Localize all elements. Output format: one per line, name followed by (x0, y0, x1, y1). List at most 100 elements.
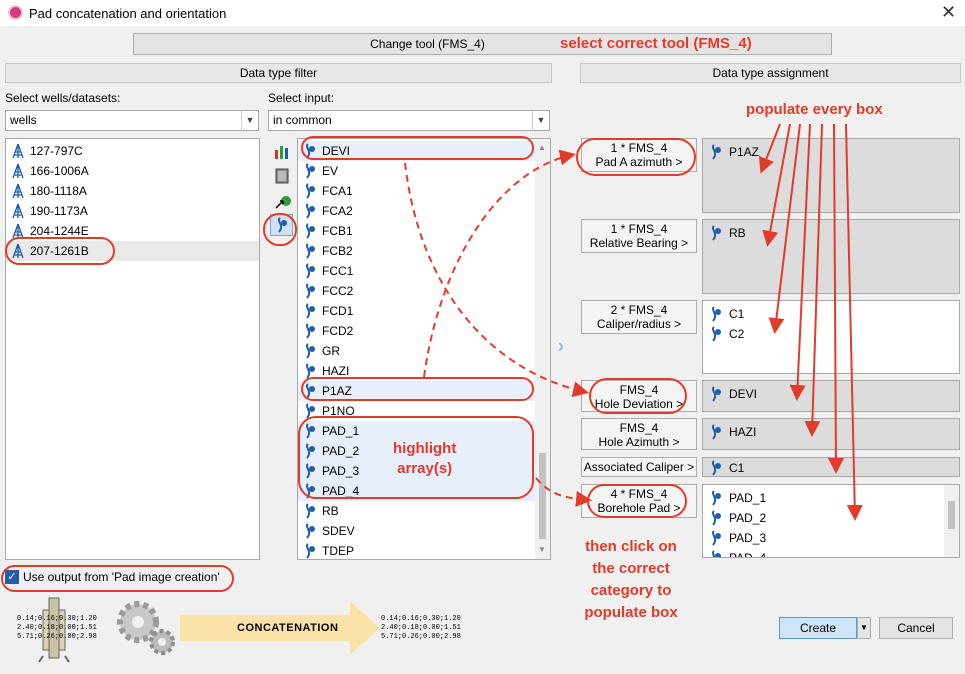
input-item[interactable]: GR (298, 341, 535, 361)
category-line1: 1 * FMS_4 (610, 222, 668, 236)
create-button[interactable]: Create (779, 617, 857, 639)
input-item[interactable]: FCB2 (298, 241, 535, 261)
assigned-item[interactable]: C1 (709, 304, 744, 324)
input-item[interactable]: P1NO (298, 401, 535, 421)
input-item[interactable]: FCB1 (298, 221, 535, 241)
input-item[interactable]: SDEV (298, 521, 535, 541)
assigned-item[interactable]: C2 (709, 324, 744, 344)
input-item[interactable]: FCA1 (298, 181, 535, 201)
log-curve-icon (712, 144, 721, 160)
well-item[interactable]: 190-1173A (6, 201, 259, 221)
well-item[interactable]: 180-1118A (6, 181, 259, 201)
concatenation-banner: 0.14;0.16;0.30;1.20 2.40;0.18;0.00;1.51 … (5, 596, 475, 664)
log-curve-icon (712, 424, 721, 440)
input-item[interactable]: FCD2 (298, 321, 535, 341)
log-curve-icon (712, 550, 721, 557)
input-list-scrollbar[interactable]: ▲ ▼ (535, 139, 550, 559)
assignment-box[interactable]: RB (702, 219, 960, 294)
create-dropdown-chevron-icon[interactable]: ▼ (857, 617, 871, 639)
log-curve-icon (712, 460, 721, 476)
input-item-label: EV (322, 164, 339, 178)
well-item[interactable]: 127-797C (6, 141, 259, 161)
window-title: Pad concatenation and orientation (29, 6, 227, 21)
input-item[interactable]: TDEP (298, 541, 535, 559)
chevron-down-icon[interactable]: ▼ (532, 111, 549, 130)
assignment-scrollbar[interactable] (944, 485, 959, 557)
log-curve-icon (306, 323, 315, 339)
dip-tool-icon[interactable] (274, 192, 292, 210)
bar-chart-icon[interactable] (274, 144, 290, 160)
input-item[interactable]: FCD1 (298, 301, 535, 321)
log-curve-icon (306, 183, 315, 199)
input-item[interactable]: PAD_3 (298, 461, 535, 481)
image-stack-icon[interactable] (274, 168, 290, 184)
input-item[interactable]: HAZI (298, 361, 535, 381)
assigned-item[interactable]: PAD_4 (709, 548, 766, 557)
well-item[interactable]: 166-1006A (6, 161, 259, 181)
assigned-item[interactable]: HAZI (709, 422, 756, 442)
banner-arrow (180, 601, 380, 655)
annotation-oval-log-filter (263, 213, 297, 246)
log-curve-icon (712, 530, 721, 546)
assignment-box[interactable]: HAZI (702, 418, 960, 450)
assigned-item[interactable]: DEVI (709, 384, 757, 404)
scroll-down-icon[interactable]: ▼ (538, 545, 546, 554)
close-icon[interactable]: ✕ (941, 2, 957, 22)
well-derrick-icon (12, 183, 24, 199)
chevron-down-icon[interactable]: ▼ (241, 111, 258, 130)
app-icon (8, 5, 23, 20)
change-tool-label: Change tool (FMS_4) (370, 37, 485, 51)
category-line1: 2 * FMS_4 (610, 303, 668, 317)
input-item-label: FCB1 (322, 224, 353, 238)
log-curve-icon (306, 523, 315, 539)
assigned-item[interactable]: C1 (709, 458, 744, 476)
transfer-arrow-icon[interactable]: › (558, 336, 564, 356)
well-derrick-icon (12, 143, 24, 159)
input-item[interactable]: RB (298, 501, 535, 521)
input-item[interactable]: FCC1 (298, 261, 535, 281)
category-button[interactable]: Associated Caliper > (581, 457, 697, 477)
input-item-label: FCA1 (322, 184, 353, 198)
banner-numbers-left: 0.14;0.16;0.30;1.20 2.40;0.18;0.00;1.51 … (17, 615, 97, 641)
input-dropdown[interactable]: in common ▼ (268, 110, 550, 131)
assignment-box[interactable]: DEVI (702, 380, 960, 412)
assignment-box[interactable]: P1AZ (702, 138, 960, 213)
annotation-oval-use-output (1, 565, 234, 592)
assigned-item[interactable]: PAD_1 (709, 488, 766, 508)
input-item-label: P1AZ (322, 384, 353, 398)
input-item[interactable]: PAD_2 (298, 441, 535, 461)
input-item-label: P1NO (322, 404, 355, 418)
well-item-label: 180-1118A (30, 184, 87, 198)
log-curve-icon (306, 243, 315, 259)
input-item[interactable]: EV (298, 161, 535, 181)
well-item[interactable]: 204-1244E (6, 221, 259, 241)
log-curve-icon (712, 225, 721, 241)
category-line2: Hole Azimuth > (598, 435, 680, 449)
log-curve-icon (712, 306, 721, 322)
assigned-item[interactable]: PAD_2 (709, 508, 766, 528)
assigned-item[interactable]: PAD_3 (709, 528, 766, 548)
change-tool-button[interactable]: Change tool (FMS_4) (133, 33, 832, 55)
assigned-item[interactable]: P1AZ (709, 142, 759, 162)
log-curve-icon (306, 503, 315, 519)
wells-dropdown[interactable]: wells ▼ (5, 110, 259, 131)
scrollbar-thumb[interactable] (539, 453, 546, 539)
input-item[interactable]: FCA2 (298, 201, 535, 221)
annotation-oval-pads (298, 416, 534, 499)
input-item[interactable]: FCC2 (298, 281, 535, 301)
cancel-button[interactable]: Cancel (879, 617, 953, 639)
assigned-item[interactable]: RB (709, 223, 746, 243)
well-item-label: 190-1173A (30, 204, 88, 218)
input-item-label: FCC2 (322, 284, 354, 298)
annotation-highlight: highlight array(s) (393, 439, 456, 479)
log-curve-icon (306, 283, 315, 299)
scroll-up-icon[interactable]: ▲ (538, 143, 546, 152)
concatenation-label: CONCATENATION (237, 622, 339, 634)
scrollbar-thumb[interactable] (948, 501, 955, 529)
